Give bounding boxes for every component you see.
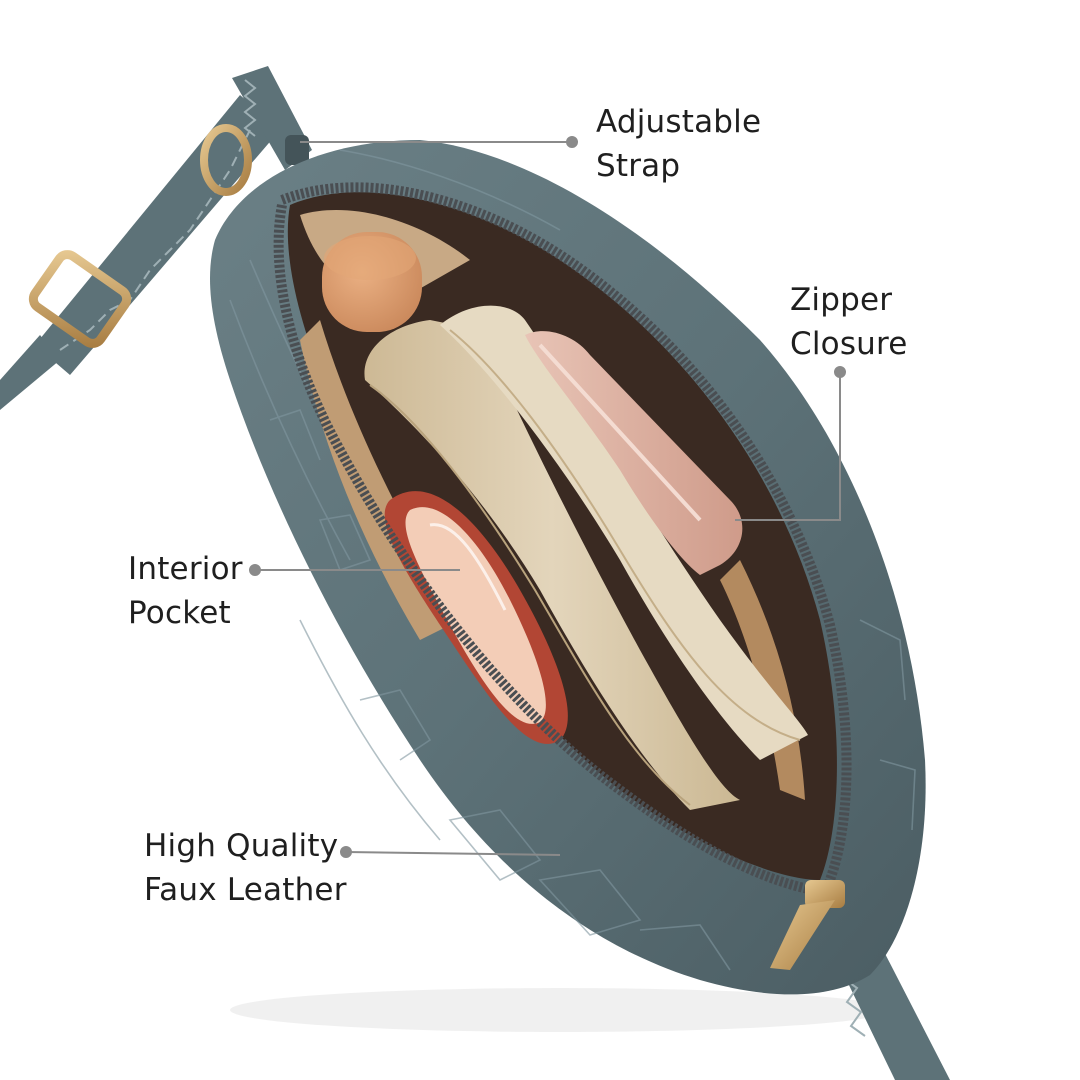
callout-zipper-closure: Zipper Closure — [790, 278, 908, 366]
callout-zipper-line2: Closure — [790, 326, 908, 362]
callout-adjustable-strap: Adjustable Strap — [596, 100, 761, 188]
strap-slider-buckle — [28, 250, 132, 348]
callout-zipper-line1: Zipper — [790, 282, 893, 318]
pink-compact — [525, 331, 743, 575]
callout-leader-lines — [249, 136, 846, 858]
beige-pouch-left — [364, 320, 740, 810]
faux-leather-texture — [229, 149, 916, 971]
beige-pouch-right — [440, 305, 808, 760]
callout-interior-pocket: Interior Pocket — [128, 547, 243, 635]
strap-ring — [200, 124, 252, 196]
zipper-closure — [280, 182, 852, 892]
callout-leather-line1: High Quality — [144, 828, 339, 864]
callout-pocket-line2: Pocket — [128, 595, 231, 631]
bag-shadow — [230, 988, 890, 1032]
callout-leather-line2: Faux Leather — [144, 872, 347, 908]
cosmetic-cap — [322, 232, 422, 332]
callout-strap-line1: Adjustable — [596, 104, 762, 140]
interior-pocket — [384, 491, 568, 744]
callout-faux-leather: High Quality Faux Leather — [144, 824, 347, 912]
callout-pocket-line1: Interior — [128, 551, 243, 587]
zipper-pull — [770, 880, 845, 970]
adjustable-strap — [0, 66, 312, 410]
callout-strap-line2: Strap — [596, 148, 681, 184]
